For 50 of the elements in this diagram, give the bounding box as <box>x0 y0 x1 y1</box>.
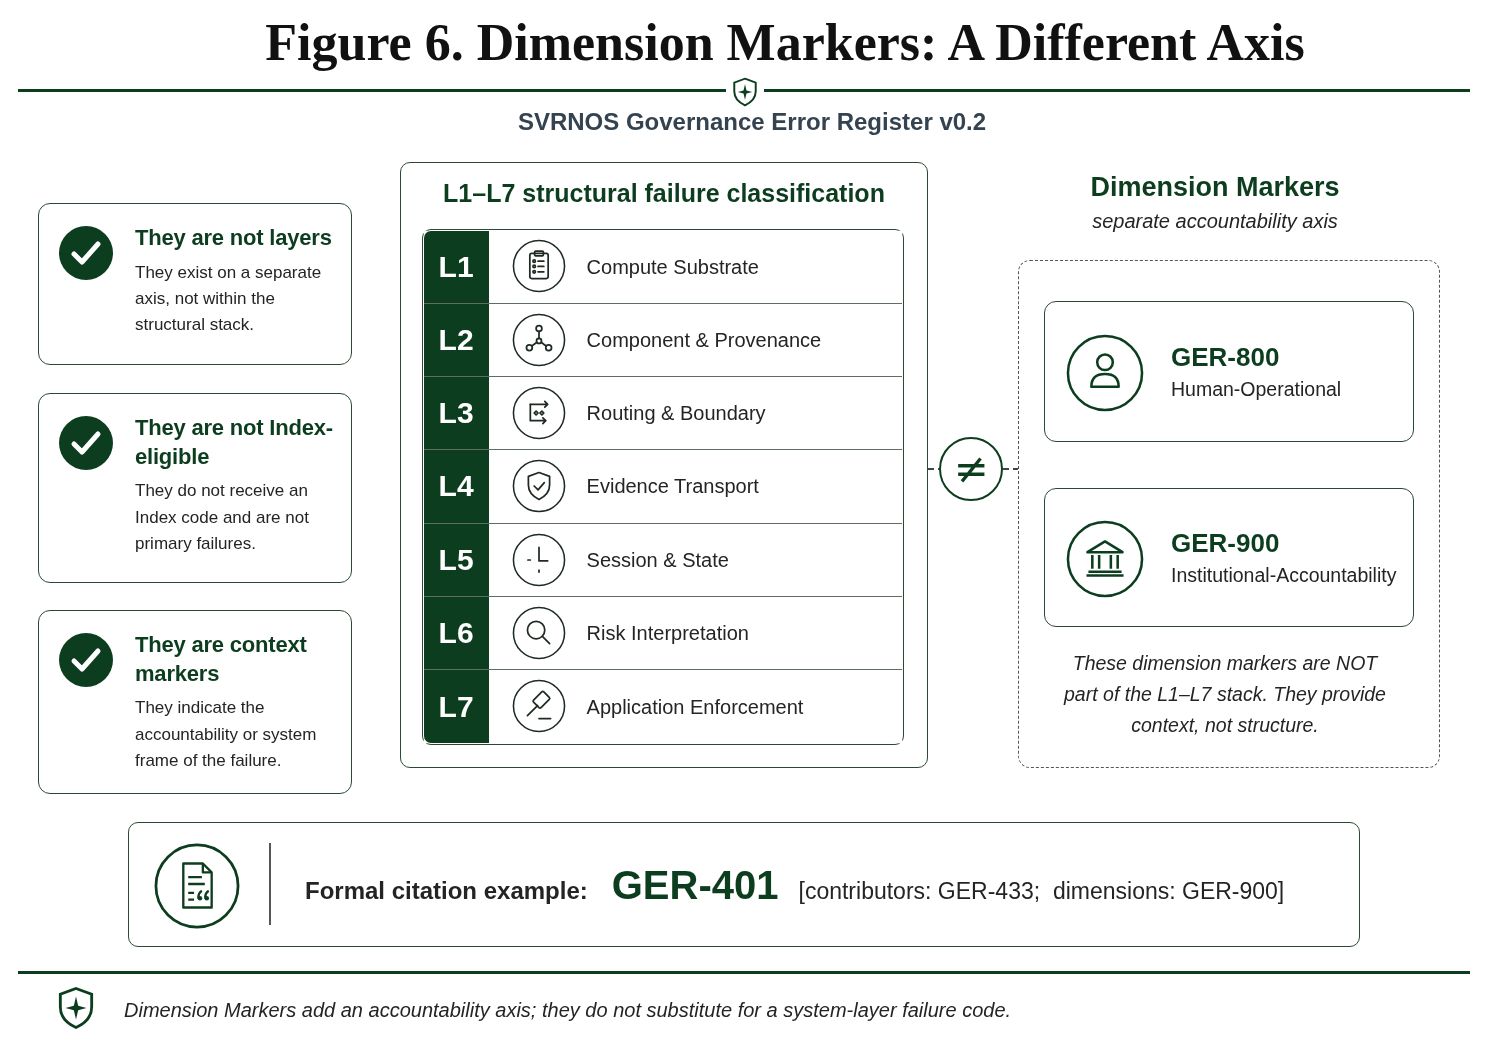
card-text: They do not receive an Index code and are not primary failures. <box>135 480 310 555</box>
layer-name: Evidence Transport <box>586 474 759 499</box>
group-subheading: separate accountability axis <box>1092 209 1338 234</box>
layer-code: L4 <box>423 450 489 523</box>
card-heading: They are not Index-eligible <box>135 414 334 471</box>
layer-name: Component & Provenance <box>586 327 822 352</box>
citation-box <box>128 822 1360 947</box>
layer-code: L1 <box>423 230 489 303</box>
layer-name: Application Enforcement <box>586 694 804 719</box>
card-heading: They are context markers <box>135 631 308 688</box>
citation-code: GER-401 <box>611 861 779 909</box>
marker-card <box>1044 301 1414 442</box>
dashed-connector <box>1002 468 1019 470</box>
info-card <box>38 393 352 583</box>
citation-detail: [contributors: GER-433; dimensions: GER-900] <box>798 877 1285 906</box>
info-card <box>38 610 352 794</box>
group-note: These dimension markers are NOT part of the L1–L7 stack. They provide context, not structure. <box>1062 651 1387 739</box>
layer-name: Compute Substrate <box>586 254 759 279</box>
not-equal-circle: ≠ <box>939 437 1003 501</box>
layer-row <box>423 303 903 378</box>
layer-row <box>423 230 903 304</box>
marker-card <box>1044 488 1414 627</box>
panel-heading: L1–L7 structural failure classification <box>443 178 885 209</box>
layer-code: L6 <box>423 596 489 670</box>
layer-row <box>423 523 903 597</box>
info-card <box>38 203 352 365</box>
card-heading: They are not layers <box>135 224 333 252</box>
layer-name: Risk Interpretation <box>586 621 749 645</box>
marker-code: GER-800 <box>1171 340 1280 374</box>
layer-code: L5 <box>423 523 489 596</box>
footer-note: Dimension Markers add an accountability axis; they do not substitute for a system-layer failure code. <box>124 998 1012 1023</box>
layer-code: L3 <box>423 377 489 450</box>
classification-panel <box>400 162 928 768</box>
card-text: They exist on a separate axis, not within the structural stack. <box>135 261 323 337</box>
marker-code: GER-900 <box>1171 526 1280 560</box>
marker-name: Human-Operational <box>1171 376 1342 402</box>
card-text: They indicate the accountability or system frame of the failure. <box>135 697 318 772</box>
layer-row <box>423 377 903 451</box>
layer-code: L2 <box>423 303 489 377</box>
subtitle: SVRNOS Governance Error Register v0.2 <box>517 108 987 137</box>
layer-row <box>423 670 903 744</box>
layer-row <box>423 596 903 671</box>
layer-row <box>423 450 903 524</box>
group-heading: Dimension Markers <box>1090 171 1340 204</box>
citation-label: Formal citation example: <box>305 876 588 906</box>
figure-title: Figure 6. Dimension Markers: A Different Axis <box>265 13 1305 73</box>
layer-code: L7 <box>423 670 489 744</box>
marker-name: Institutional-Accountability <box>1171 562 1397 588</box>
layer-name: Session & State <box>586 547 729 572</box>
layer-name: Routing & Boundary <box>586 401 766 426</box>
